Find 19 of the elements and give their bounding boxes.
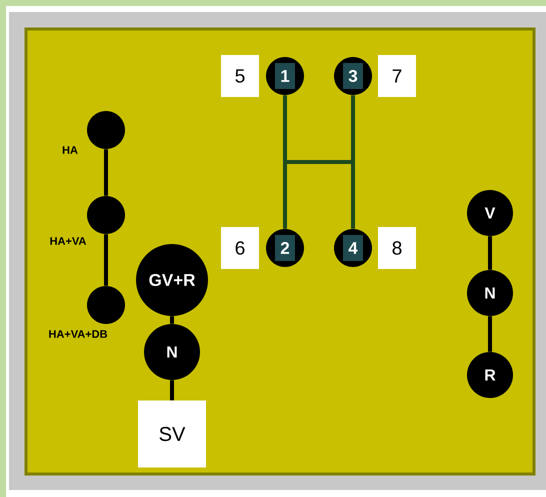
connector-line (283, 95, 287, 229)
connector-line (170, 316, 174, 324)
position-label: HA+VA (50, 237, 86, 245)
position-dot (87, 196, 125, 234)
connector-line (104, 149, 108, 196)
connector-line (170, 380, 174, 400)
connector-line (104, 234, 108, 286)
connector-line (351, 95, 355, 229)
connector-line (488, 316, 492, 352)
gear-number-box: 6 (221, 227, 259, 269)
connector-line (488, 236, 492, 270)
position-dot (87, 111, 125, 149)
gear-number-box: 7 (378, 55, 416, 97)
position-label: HA+VA+DB (49, 330, 108, 338)
label-box: SV (138, 400, 206, 468)
gear-number-box: 8 (378, 227, 416, 269)
position-dot (87, 286, 125, 324)
position-label: HA (62, 146, 78, 154)
gear-number-box: 5 (221, 55, 259, 97)
